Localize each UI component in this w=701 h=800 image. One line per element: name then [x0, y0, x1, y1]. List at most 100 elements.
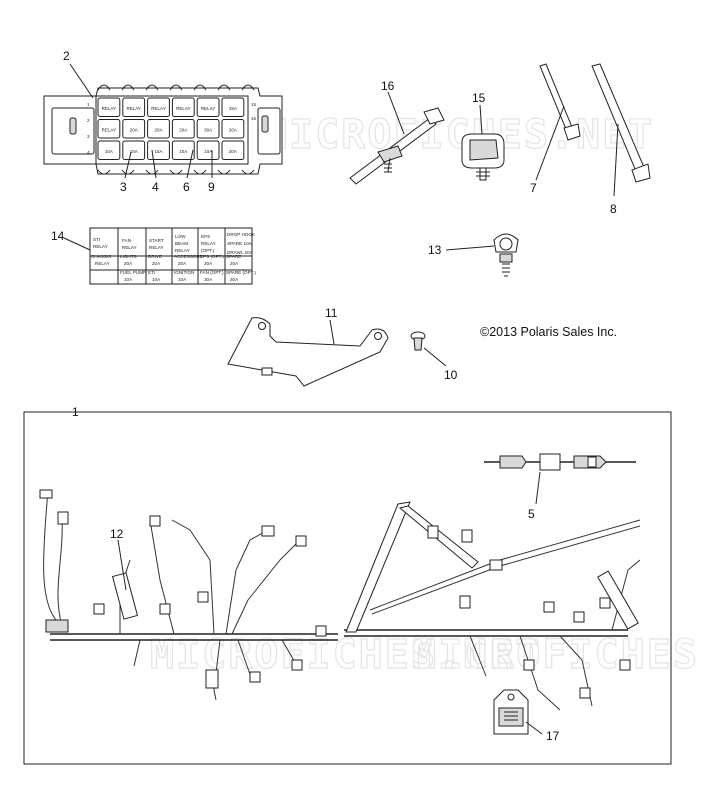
- push-tie-part: [349, 91, 445, 185]
- table-cell-line2: 20A: [230, 261, 239, 266]
- fuse-cell-label: RELAY: [102, 106, 116, 111]
- table-cell-line2: 20A: [152, 261, 161, 266]
- table-cell-line2: 20A: [178, 261, 187, 266]
- callout-9: 9: [208, 180, 215, 194]
- callout-15: 15: [472, 91, 486, 105]
- table-cell-line2: 30A: [204, 277, 213, 282]
- fuse-cell: [196, 140, 220, 160]
- fuse-box-bump: [121, 169, 135, 175]
- table-cell-line1: FAN (OPT.): [200, 270, 224, 275]
- fuse-cell-label: 20A: [154, 127, 162, 132]
- fuse-box-bump: [241, 169, 255, 175]
- table-cell-line2: 10A: [124, 277, 133, 282]
- table-col1-line1: STI: [93, 237, 100, 242]
- table-col6-line1: DROP HOOK: [227, 232, 256, 237]
- callout-3: 3: [120, 180, 127, 194]
- fuse-cell: [196, 97, 220, 117]
- table-cell-line2: 10A: [152, 277, 161, 282]
- cable-tie-7-part: [535, 63, 581, 181]
- fuse-box-bump: [97, 84, 111, 91]
- table-cell-line1: ETI: [148, 270, 155, 275]
- callout-12: 12: [110, 527, 124, 541]
- fuse-cell: [171, 140, 195, 160]
- callout-17: 17: [546, 729, 560, 743]
- callout-13: 13: [428, 243, 442, 257]
- table-col4-line3: RELAY: [175, 248, 190, 253]
- table-cell-line2: 10A: [178, 277, 187, 282]
- table-cell-line2: 20A: [124, 261, 133, 266]
- fuse-cell: [122, 119, 146, 139]
- table-cell-line1: IGNITION: [174, 270, 194, 275]
- bracket-part: [227, 317, 389, 387]
- fuse-cell-label: 10A: [130, 149, 138, 154]
- fuse-side-number-1: 1: [87, 102, 90, 107]
- table-cell-line1: LIGHTS: [120, 254, 137, 259]
- inline-harness-part: [484, 453, 636, 505]
- copyright-notice: ©2013 Polaris Sales Inc.: [480, 325, 617, 339]
- fuse-cell: [221, 140, 245, 160]
- fuse-side-number-2: 2: [87, 118, 90, 123]
- table-col2-line1: FAN: [122, 238, 131, 243]
- table-col5-line3: (OPT.): [201, 248, 215, 253]
- fuse-cell: [147, 119, 170, 139]
- fuse-cell: [97, 140, 121, 160]
- table-cell-line1: ACCESSORY: [174, 254, 203, 259]
- fuse-cell-label: 20A: [229, 127, 237, 132]
- watermark-group: MICROFICHES.NET MICROFICHES.NET MICROFIC…: [149, 111, 701, 678]
- harness-right-assembly: [344, 501, 641, 711]
- fuse-cell-label: 20A: [130, 127, 138, 132]
- fuse-box-bump: [217, 169, 231, 175]
- fuse-cell: [221, 119, 245, 139]
- fuse-cell-label: RELAY: [126, 106, 140, 111]
- table-col4-line2: BEAM: [175, 241, 188, 246]
- table-row-2: CHASSISRELAYLIGHTS20ADRIVE20AACCESSORY20…: [91, 254, 241, 266]
- fuse-cell-label: 15A: [154, 149, 162, 154]
- fuse-side-number-16: 16: [251, 116, 257, 121]
- fuse-side-number-15: 15: [251, 102, 257, 107]
- table-col1-line2: RELAY: [93, 244, 108, 249]
- table-col3-line2: RELAY: [149, 245, 164, 250]
- table-cell-line1: FUEL PUMP: [120, 270, 146, 275]
- table-row-3: FUEL PUMP 10A ETI 10A IGNITION 10A FAN (OPT.) 3…: [120, 270, 256, 282]
- fuse-cell: [196, 119, 220, 139]
- table-col4-line1: LOW: [175, 234, 186, 239]
- fuse-cell-label: 15A: [229, 106, 237, 111]
- fuse-box-bump: [169, 169, 183, 175]
- fuse-cell: [147, 97, 170, 117]
- fuse-box-bump: [169, 84, 183, 91]
- callout-1: 1: [72, 405, 79, 419]
- watermark-top: MICROFICHES.NET: [263, 112, 654, 158]
- fuse-cell: [97, 97, 121, 117]
- fuse-box-bump: [241, 84, 255, 91]
- table-cell-line1: DRIVE: [148, 254, 162, 259]
- cable-tie-8-part: [591, 63, 651, 197]
- table-cell-line1: SPARE: [226, 254, 241, 259]
- table-cell-line1: SPARE (OPT.): [226, 270, 256, 275]
- fuse-cell-label: 10A: [204, 149, 212, 154]
- fuse-cell-label: RELAY: [102, 127, 116, 132]
- fuse-cell: [97, 119, 121, 139]
- fuse-cell: [122, 140, 146, 160]
- clip-13-part: [445, 233, 519, 277]
- fuse-cell: [171, 119, 195, 139]
- callout-4: 4: [152, 180, 159, 194]
- callout-6: 6: [183, 180, 190, 194]
- fuse-cell: [122, 97, 146, 117]
- callout-5: 5: [528, 507, 535, 521]
- table-col2-line2: RELAY: [122, 245, 137, 250]
- table-col6-line2: SPARE 10A: [227, 241, 253, 246]
- fuse-cell: [171, 97, 195, 117]
- fuse-cell-label: RELAY: [151, 106, 165, 111]
- fuse-cell-label: 30A: [204, 127, 212, 132]
- callout-10: 10: [444, 368, 458, 382]
- fuse-cell-label: RELAY: [201, 106, 215, 111]
- id-tag-part: [493, 689, 543, 735]
- table-col3-line1: START: [149, 238, 164, 243]
- harness-frame: [23, 411, 672, 765]
- table-cell-line1: EPS (OPT.): [200, 254, 224, 259]
- fuse-label-table: STI RELAY FAN RELAY START RELAY LOW BEAM…: [63, 227, 256, 285]
- harness-left-assembly: [39, 489, 338, 701]
- fuse-cell-label: RELAY: [176, 106, 190, 111]
- callout-7: 7: [530, 181, 537, 195]
